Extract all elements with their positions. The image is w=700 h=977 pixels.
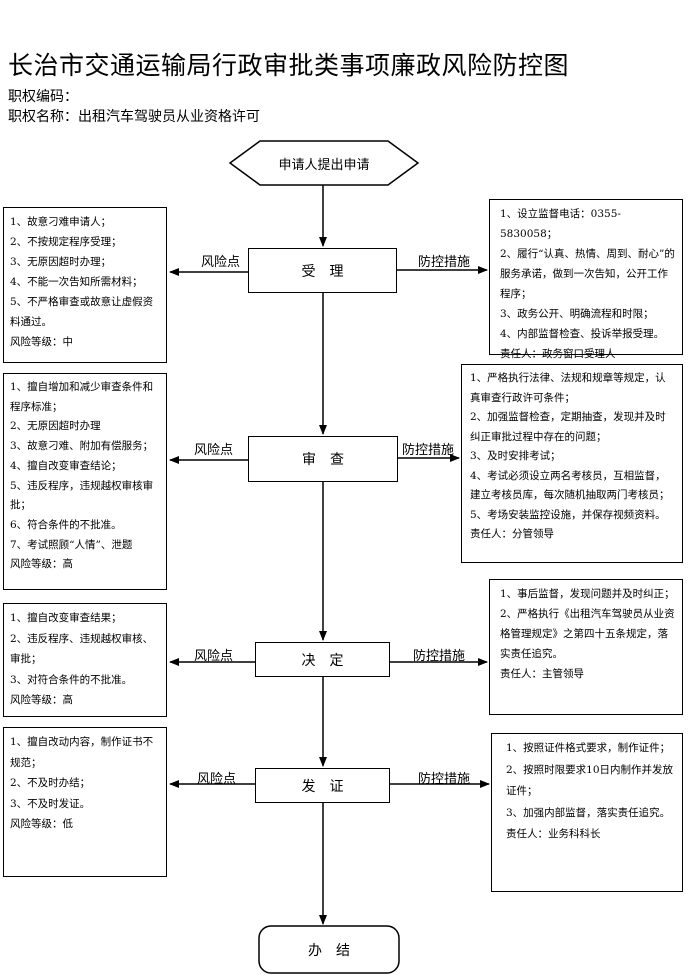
step-review: 审 查 [248, 436, 398, 482]
measure-item: 2、严格执行《出租汽车驾驶员从业资格管理规定》之第四十五条规定，落实责任追究。 [500, 608, 675, 660]
measure-item: 3、及时安排考试； [470, 450, 561, 462]
measure-item: 4、考试必须设立两名考核员，互相监督，建立考核员库，每次随机抽取两门考核员； [470, 469, 670, 502]
measure-item: 1、设立监督电话：0355-5830058； [500, 208, 621, 240]
risk-item: 1、擅自增加和减少审查条件和程序标准； [10, 381, 154, 413]
risk-box-decision: 1、擅自改变审查结果； 2、违反程序、违规越权审核、审批； 3、对符合条件的不批… [3, 603, 167, 717]
page-title: 长治市交通运输局行政审批类事项廉政风险防控图 [8, 51, 570, 80]
authority-code-label: 职权编码： [8, 89, 78, 105]
measure-arrows [390, 266, 490, 788]
step-accept: 受 理 [248, 248, 397, 293]
end-rounded-box [258, 925, 400, 974]
risk-item: 3、故意刁难、附加有偿服务； [10, 440, 154, 453]
measure-item: 1、事后监督，发现问题并及时纠正； [500, 588, 675, 600]
measure-item: 2、按照时限要求10日内制作并发放证件； [506, 763, 674, 798]
step-certificate: 发 证 [255, 768, 390, 803]
measure-item: 2、履行“认真、热情、周到、耐心”的服务承诺，做到一次告知，公开工作程序； [500, 248, 675, 300]
risk-item: 3、无原因超时办理； [10, 256, 112, 268]
risk-label: 风险点 [197, 772, 237, 787]
measure-label: 防控措施 [418, 772, 471, 787]
risk-item: 1、故意刁难申请人； [10, 216, 112, 228]
end-node-label: 办 结 [308, 942, 350, 959]
risk-item: 5、违反程序，违规越权审核审批； [10, 479, 154, 512]
responsible-person: 责任人：政务窗口受理人 [500, 348, 616, 360]
risk-item: 2、不及时办结； [10, 777, 91, 789]
risk-item: 1、擅自改变审查结果； [10, 612, 122, 624]
step-decision: 决 定 [255, 642, 390, 677]
measure-item: 2、加强监督检查，定期抽查，发现并及时纠正审批过程中存在的问题； [470, 411, 666, 443]
risk-item: 4、不能一次告知所需材料； [10, 276, 143, 288]
risk-box-accept: 1、故意刁难申请人； 2、不按规定程序受理； 3、无原因超时办理； 4、不能一次… [3, 207, 167, 363]
risk-arrows [169, 268, 255, 788]
responsible-person: 责任人：业务科科长 [506, 828, 601, 840]
start-hexagon [228, 140, 420, 186]
measure-box-decision: 1、事后监督，发现问题并及时纠正； 2、严格执行《出租汽车驾驶员从业资格管理规定… [489, 579, 683, 715]
measure-item: 4、内部监督检查、投诉举报受理。 [500, 328, 665, 340]
risk-box-review: 1、擅自增加和减少审查条件和程序标准； 2、无原因超时办理 3、故意刁难、附加有… [3, 373, 167, 590]
start-node-label: 申请人提出申请 [278, 157, 370, 173]
risk-item: 7、考试照顾“人情”、泄题 [10, 538, 133, 551]
risk-item: 3、不及时发证。 [10, 797, 91, 810]
risk-item: 4、擅自改变审查结论； [10, 459, 122, 472]
measure-label: 防控措施 [402, 443, 455, 458]
measure-label: 防控措施 [418, 255, 471, 270]
risk-item: 2、无原因超时办理 [10, 420, 101, 433]
measure-item: 1、严格执行法律、法规和规章等规定，认真审查行政许可条件； [470, 372, 666, 404]
risk-level: 风险等级：高 [10, 558, 73, 571]
responsible-person: 责任人：分管领导 [470, 528, 554, 540]
authority-name-label: 职权名称：出租汽车驾驶员从业资格许可 [8, 109, 260, 125]
risk-label: 风险点 [201, 255, 241, 270]
measure-item: 3、加强内部监督，落实责任追究。 [506, 806, 671, 819]
risk-item: 1、擅自改动内容，制作证书不规范； [10, 736, 154, 769]
measure-item: 5、考场安装监控设施，并保存视频资料。 [470, 508, 666, 521]
risk-item: 6、符合条件的不批准。 [10, 518, 122, 531]
measure-box-accept: 1、设立监督电话：0355-5830058； 2、履行“认真、热情、周到、耐心”… [489, 199, 683, 360]
measure-label: 防控措施 [413, 649, 466, 664]
risk-box-certificate: 1、擅自改动内容，制作证书不规范； 2、不及时办结； 3、不及时发证。 风险等级… [3, 727, 167, 877]
risk-item: 5、不严格审查或故意让虚假资料通过。 [10, 296, 154, 328]
measure-item: 3、政务公开、明确流程和时限； [500, 308, 654, 320]
measure-box-review: 1、严格执行法律、法规和规章等规定，认真审查行政许可条件； 2、加强监督检查，定… [461, 364, 683, 563]
risk-item: 2、违反程序、违规越权审核、审批； [10, 632, 154, 666]
risk-label: 风险点 [194, 443, 234, 458]
risk-level: 风险等级：低 [10, 818, 73, 830]
responsible-person: 责任人：主管领导 [500, 668, 584, 680]
measure-item: 1、按照证件格式要求，制作证件； [506, 742, 671, 754]
risk-item: 3、对符合条件的不批准。 [10, 673, 133, 686]
measure-box-certificate: 1、按照证件格式要求，制作证件； 2、按照时限要求10日内制作并发放证件； 3、… [491, 733, 683, 892]
risk-label: 风险点 [194, 649, 234, 664]
risk-level: 风险等级：高 [10, 694, 73, 706]
risk-item: 2、不按规定程序受理； [10, 236, 122, 248]
risk-level: 风险等级：中 [10, 336, 73, 348]
